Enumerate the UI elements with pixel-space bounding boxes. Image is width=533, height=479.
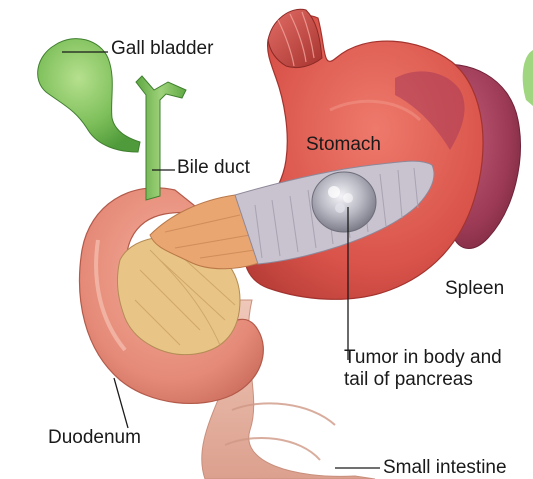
leader-duodenum: [114, 378, 128, 428]
label-tumor-line-1: Tumor in body and: [344, 347, 502, 369]
label-duodenum: Duodenum: [48, 427, 141, 448]
label-tumor: Tumor in body and tail of pancreas: [344, 347, 502, 391]
bile-duct: [136, 76, 186, 200]
offscreen-organ-edge: [523, 50, 533, 106]
tumor: [312, 172, 376, 232]
label-stomach: Stomach: [306, 134, 381, 155]
label-tumor-line-2: tail of pancreas: [344, 369, 502, 391]
label-small-intestine: Small intestine: [383, 457, 507, 478]
label-spleen: Spleen: [445, 278, 504, 299]
label-bile-duct: Bile duct: [177, 157, 250, 178]
label-gall-bladder: Gall bladder: [111, 38, 213, 59]
